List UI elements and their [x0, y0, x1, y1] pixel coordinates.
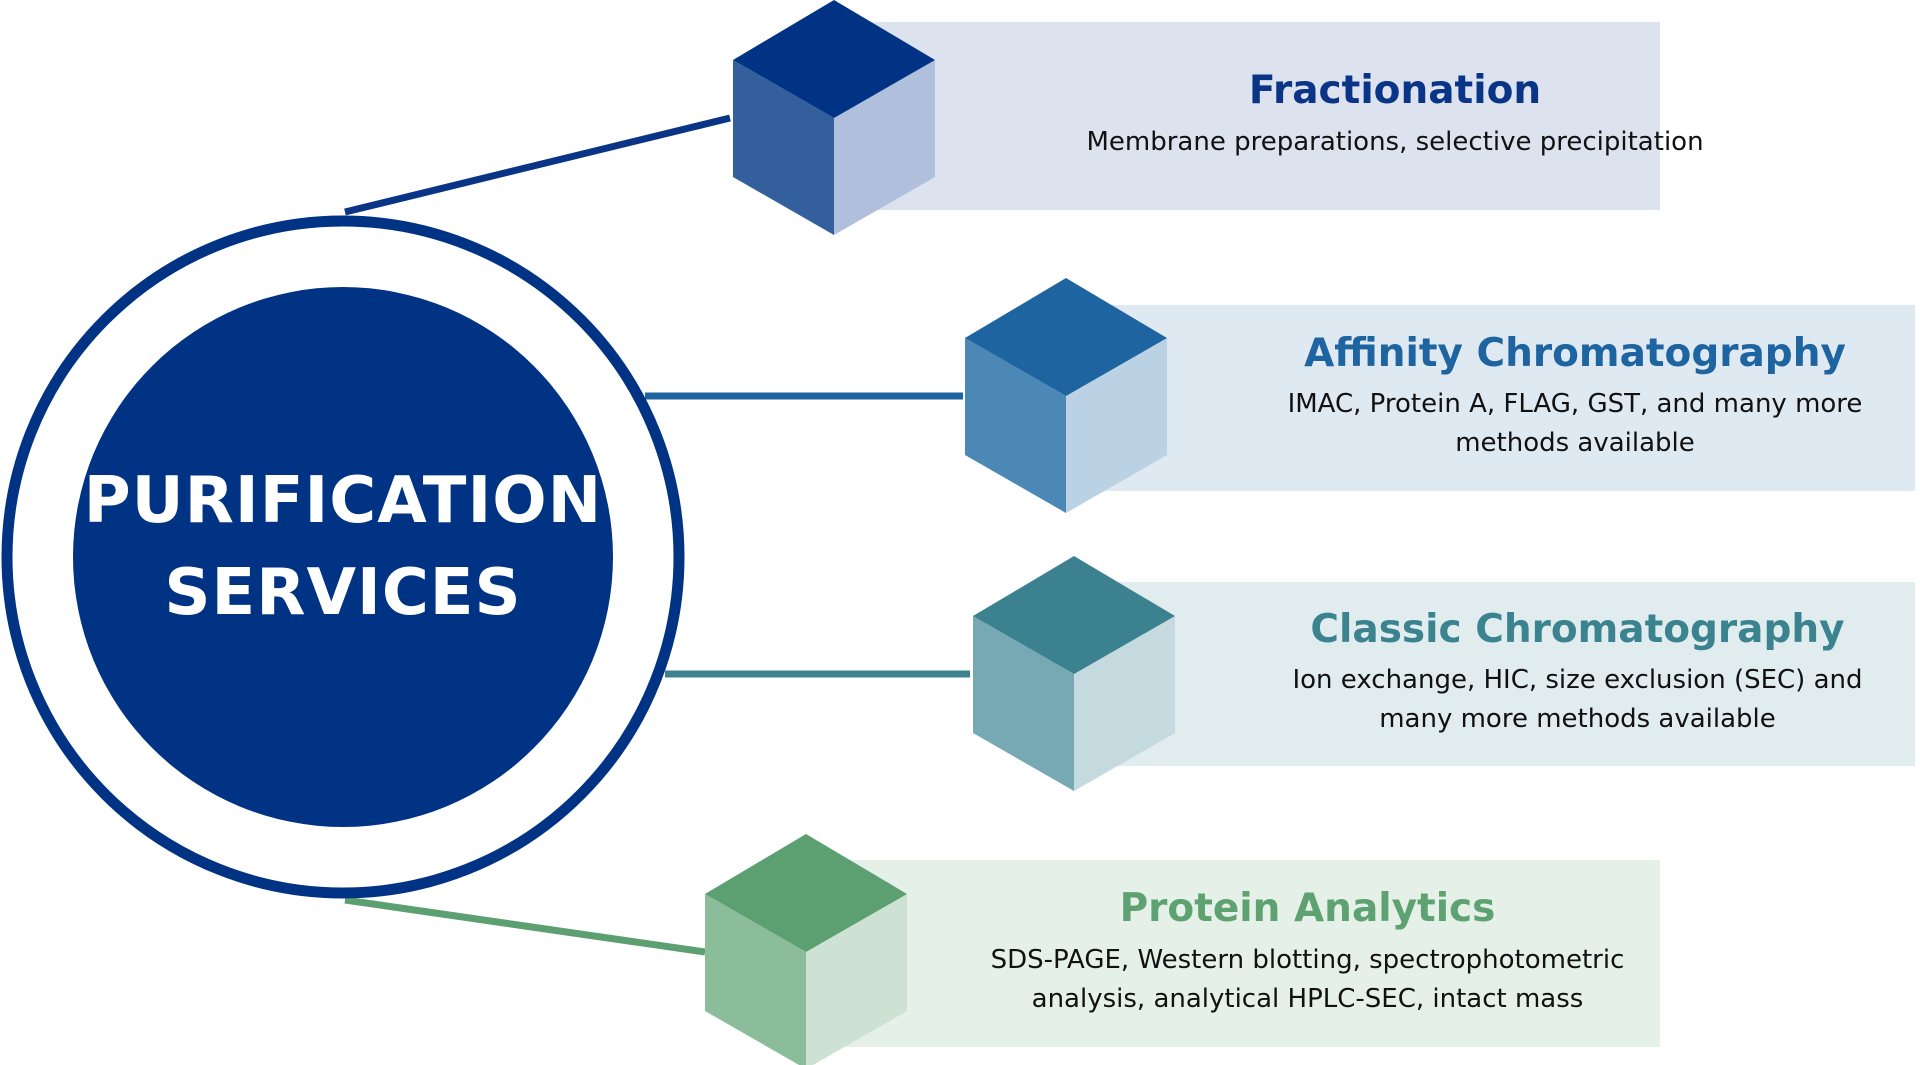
protein-analytics-cube-icon: [705, 834, 907, 1065]
fractionation-connector: [344, 114, 731, 216]
hub-label-line-1: PURIFICATION: [83, 464, 603, 538]
classic-chromatography-title: Classic Chromatography: [1310, 606, 1845, 652]
hub-label-line-2: SERVICES: [164, 556, 522, 630]
classic-chromatography-cube-icon: [973, 556, 1175, 791]
fractionation-title: Fractionation: [1248, 68, 1542, 114]
protein-analytics-description-line-2: analysis, analytical HPLC-SEC, intact ma…: [1031, 983, 1584, 1014]
classic-chromatography-text-block: Classic Chromatography Ion exchange, HIC…: [1160, 582, 1915, 766]
hub-outer-ring: [1, 215, 685, 899]
affinity-chromatography-description-line-1: IMAC, Protein A, FLAG, GST, and many mor…: [1287, 389, 1863, 420]
classic-chromatography-panel: [1075, 582, 1915, 766]
hub-disc: [73, 287, 613, 827]
fractionation-description-line-1: Membrane preparations, selective precipi…: [1086, 126, 1704, 157]
fractionation-panel: [840, 22, 1660, 210]
protein-analytics-panel: [830, 860, 1660, 1047]
affinity-chromatography-cube-icon: [965, 278, 1167, 513]
classic-chromatography-description-line-2: many more methods available: [1379, 704, 1776, 735]
affinity-chromatography-description-line-2: methods available: [1455, 428, 1695, 459]
fractionation-cube-icon: [733, 0, 935, 235]
classic-chromatography-description-line-1: Ion exchange, HIC, size exclusion (SEC) …: [1292, 665, 1863, 696]
protein-analytics-title: Protein Analytics: [1119, 886, 1496, 932]
affinity-chromatography-text-block: Affinity Chromatography IMAC, Protein A,…: [1155, 305, 1915, 491]
protein-analytics-text-block: Protein Analytics SDS-PAGE, Western blot…: [925, 860, 1660, 1047]
protein-analytics-description-line-1: SDS-PAGE, Western blotting, spectrophoto…: [990, 944, 1625, 975]
hub-label: PURIFICATION SERVICES: [73, 455, 613, 639]
affinity-chromatography-panel: [1070, 305, 1915, 491]
fractionation-text-block: Fractionation Membrane preparations, sel…: [940, 22, 1703, 210]
affinity-chromatography-title: Affinity Chromatography: [1304, 330, 1846, 376]
protein-analytics-connector: [344, 896, 706, 956]
